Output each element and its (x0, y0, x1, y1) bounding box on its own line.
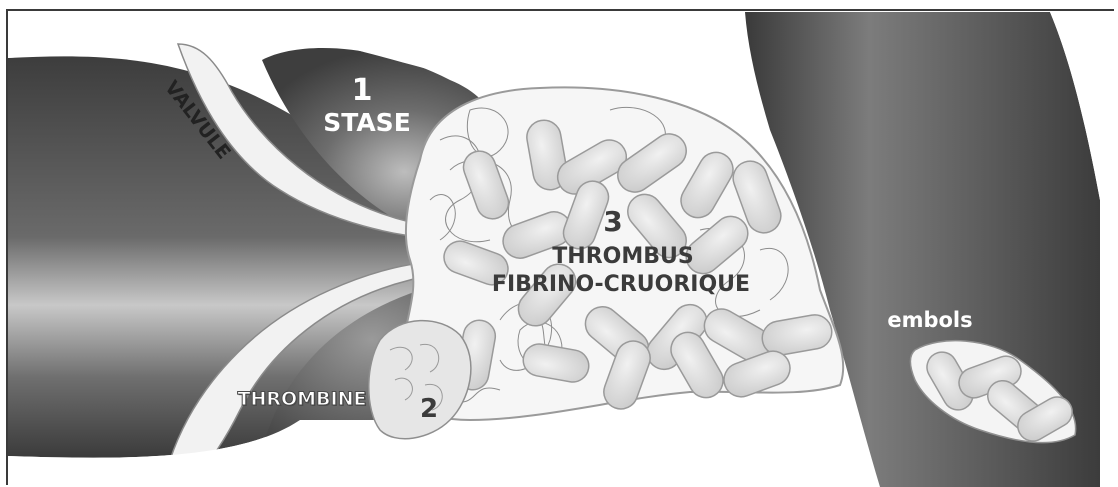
step2-number: 2 (412, 396, 446, 422)
step3-label-line1: THROMBUS (548, 246, 698, 268)
step3-number: 3 (596, 208, 630, 236)
emboli-label: embols (880, 310, 980, 331)
thrombin-label: THROMBINE (222, 390, 382, 409)
step3-label-line2: FIBRINO-CRUORIQUE (484, 274, 758, 296)
step1-label: STASE (318, 110, 416, 135)
step1-number: 1 (350, 76, 374, 106)
